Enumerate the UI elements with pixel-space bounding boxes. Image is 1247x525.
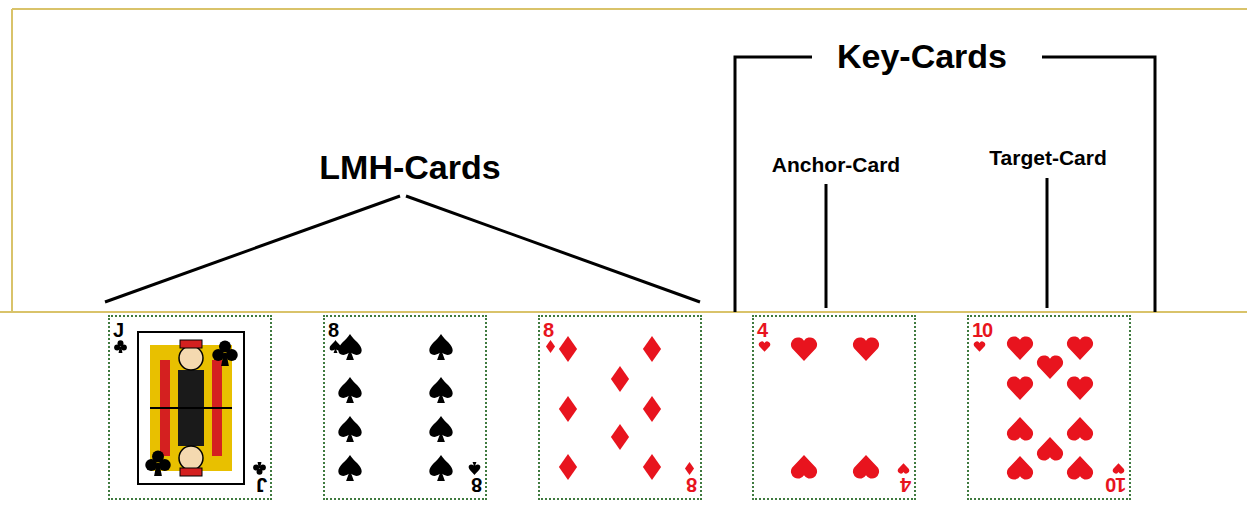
- card-rank: J: [113, 320, 123, 340]
- group-label: LMH-Cards: [317, 149, 502, 186]
- card-rank: 8: [543, 320, 553, 340]
- card-rank: 8: [687, 475, 697, 495]
- card-rank: 10: [972, 320, 992, 340]
- key-card-label: Anchor-Card: [770, 153, 902, 176]
- heart-pips: [791, 337, 879, 478]
- playing-card: JJ: [108, 315, 272, 500]
- key-card-label: Target-Card: [987, 146, 1108, 169]
- playing-card: 88: [538, 315, 702, 500]
- playing-card: 10 10: [967, 315, 1131, 500]
- diamond-pips: [559, 336, 661, 480]
- card-rank: J: [257, 475, 267, 495]
- card-rank: 8: [328, 320, 338, 340]
- card-rank: 10: [1106, 475, 1126, 495]
- group-label: Key-Cards: [835, 38, 1009, 75]
- frame-lines: [0, 9, 1247, 312]
- heart-pips: [1007, 336, 1093, 479]
- card-rank: 4: [757, 320, 767, 340]
- card-faces: [110, 317, 1129, 498]
- card-rank: 8: [472, 475, 482, 495]
- spade-pips: [338, 334, 452, 481]
- corner-suits: [114, 340, 1124, 475]
- jack-picture: [138, 332, 244, 484]
- playing-card: 88: [323, 315, 487, 500]
- card-rank: 4: [901, 475, 911, 495]
- bracket-lines: [105, 57, 1155, 312]
- playing-card: 44: [752, 315, 916, 500]
